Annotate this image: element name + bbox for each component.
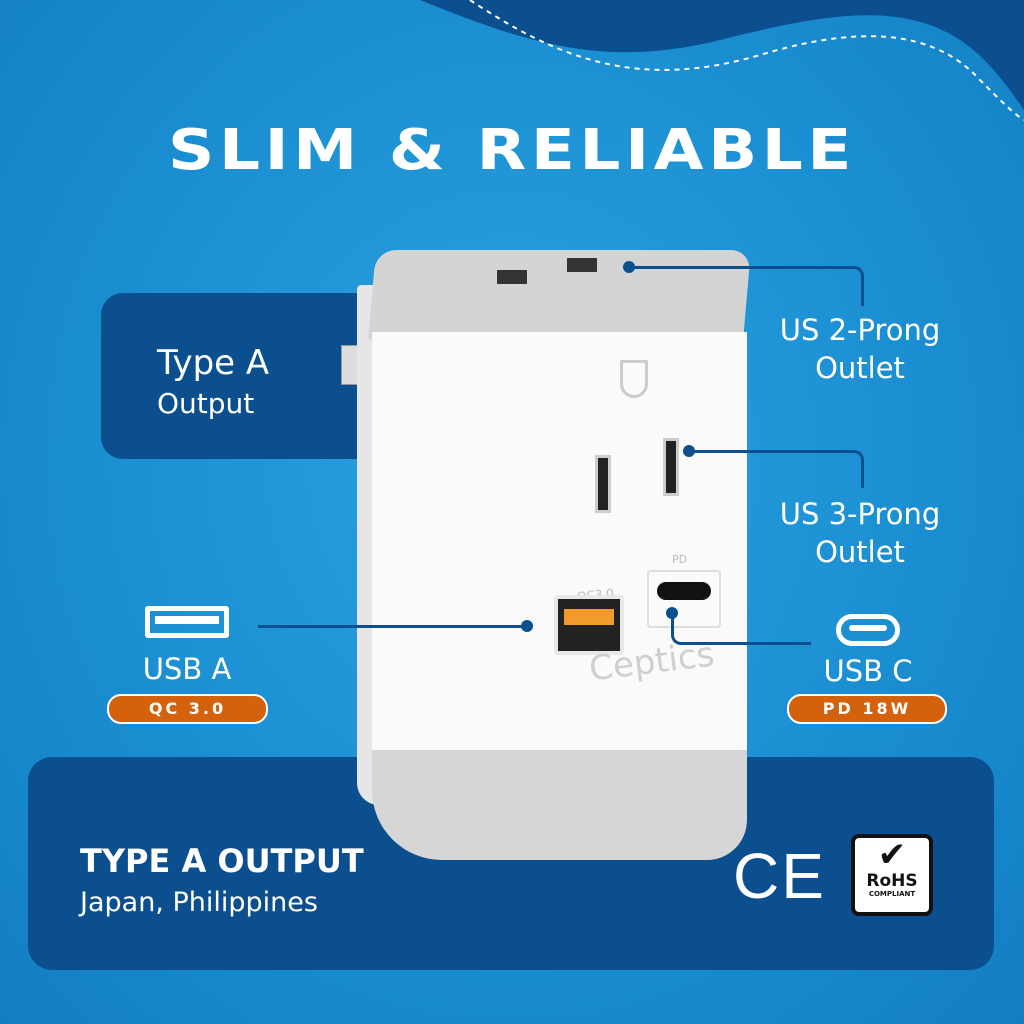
two-prong-slot (497, 270, 527, 284)
type-a-title: Type A (157, 343, 270, 383)
headline: SLIM & RELIABLE (167, 118, 856, 183)
us2-line2: Outlet (815, 351, 905, 385)
us2-connector-line (628, 266, 864, 306)
usb-a-badge: QC 3.0 (107, 694, 268, 724)
check-icon: ✔ (877, 835, 907, 875)
usb-c-icon (836, 614, 900, 646)
rohs-sub: COMPLIANT (868, 890, 916, 898)
usb-c-connector-line (671, 612, 811, 645)
usb-c-badge: PD 18W (787, 694, 947, 724)
rohs-title: RoHS (866, 871, 918, 891)
rohs-badge: ✔ RoHS COMPLIANT (851, 834, 933, 916)
type-a-sub: Output (157, 387, 255, 420)
us3-line2: Outlet (815, 535, 905, 569)
us3-connector-line (688, 450, 864, 488)
pd-label: PD (672, 553, 688, 566)
usb-a-dot (521, 620, 533, 632)
ce-mark: CE (733, 840, 826, 912)
two-prong-slot (567, 258, 597, 272)
usb-a-icon (145, 606, 229, 638)
usb-c-dot (666, 607, 678, 619)
footer-countries: Japan, Philippines (80, 887, 318, 918)
us3-dot (683, 445, 695, 457)
footer-title: TYPE A OUTPUT (80, 842, 364, 880)
device-face (372, 332, 747, 752)
usb-c-port (647, 570, 721, 628)
usb-a-port (554, 595, 624, 655)
us3-line1: US 3-Prong (779, 497, 941, 531)
us2-line1: US 2-Prong (779, 313, 941, 347)
us2-dot (623, 261, 635, 273)
usb-c-label: USB C (823, 654, 913, 688)
usb-a-label: USB A (142, 652, 232, 686)
three-prong-slot (663, 438, 679, 496)
device-bottom (372, 750, 747, 860)
three-prong-slot (595, 455, 611, 513)
top-wave-decoration (420, 0, 1024, 121)
adapter-device: QC3.0 PD Ceptics (341, 250, 751, 860)
usb-a-connector-line (258, 625, 528, 628)
ground-hole (620, 360, 648, 398)
